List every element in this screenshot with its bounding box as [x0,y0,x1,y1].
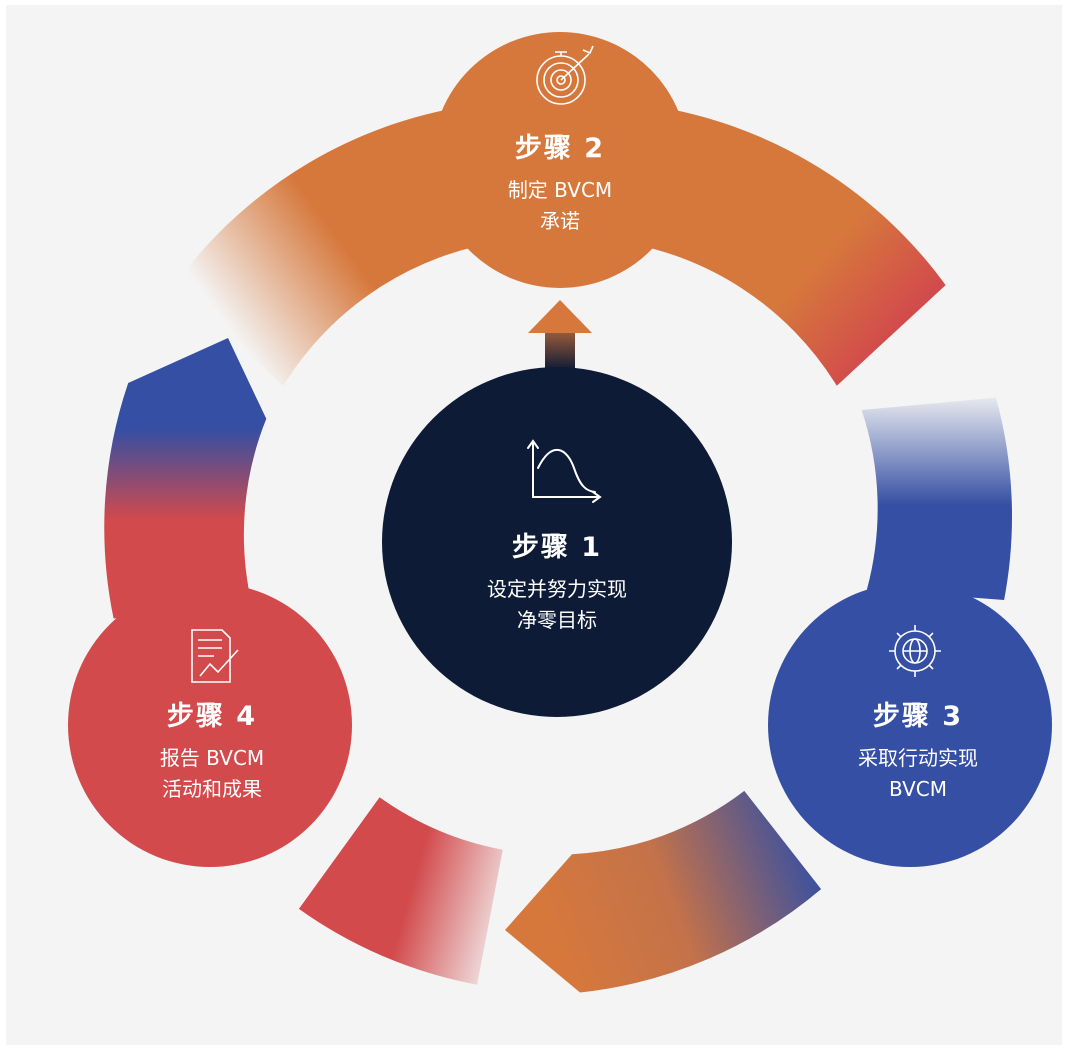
ring-segment-left [104,338,267,619]
ring-segment-bottom-left [298,797,503,985]
step-2-circle [432,32,688,288]
gear-globe-icon [889,625,941,677]
step-4-line-2: 活动和成果 [162,777,262,801]
step-1-line-2: 净零目标 [517,608,597,632]
step-3-title: 步骤 3 [872,701,964,732]
step-1-label: 步骤 1 设定并努力实现 净零目标 [487,525,627,636]
step-4-line-1: 报告 BVCM [159,746,265,770]
step-1-circle [382,367,732,717]
step-4-title: 步骤 4 [166,701,258,732]
step-3-line-2: BVCM [888,777,947,801]
step-2-line-1: 制定 BVCM [507,178,613,202]
step-4-circle [68,583,352,867]
ring-segment-top-left [174,104,506,386]
step-3-circle [768,583,1052,867]
ring-segment-bottom-right [505,790,822,993]
ring-segment-top-right [614,104,946,386]
connector-arrowhead [528,300,592,333]
step-1-title: 步骤 1 [511,532,603,563]
report-document-icon [191,629,239,683]
step-2-label: 步骤 2 制定 BVCM 承诺 [508,126,612,237]
target-icon [536,45,594,105]
chart-curve-icon [527,439,602,503]
step-3-line-1: 采取行动实现 [858,746,978,770]
step-3-label: 步骤 3 采取行动实现 BVCM [858,694,978,805]
ring-segment-right [861,397,1012,600]
step-1-line-1: 设定并努力实现 [487,577,627,601]
step-4-label: 步骤 4 报告 BVCM 活动和成果 [160,694,264,805]
step-2-line-2: 承诺 [540,209,580,233]
step-2-title: 步骤 2 [514,133,606,164]
